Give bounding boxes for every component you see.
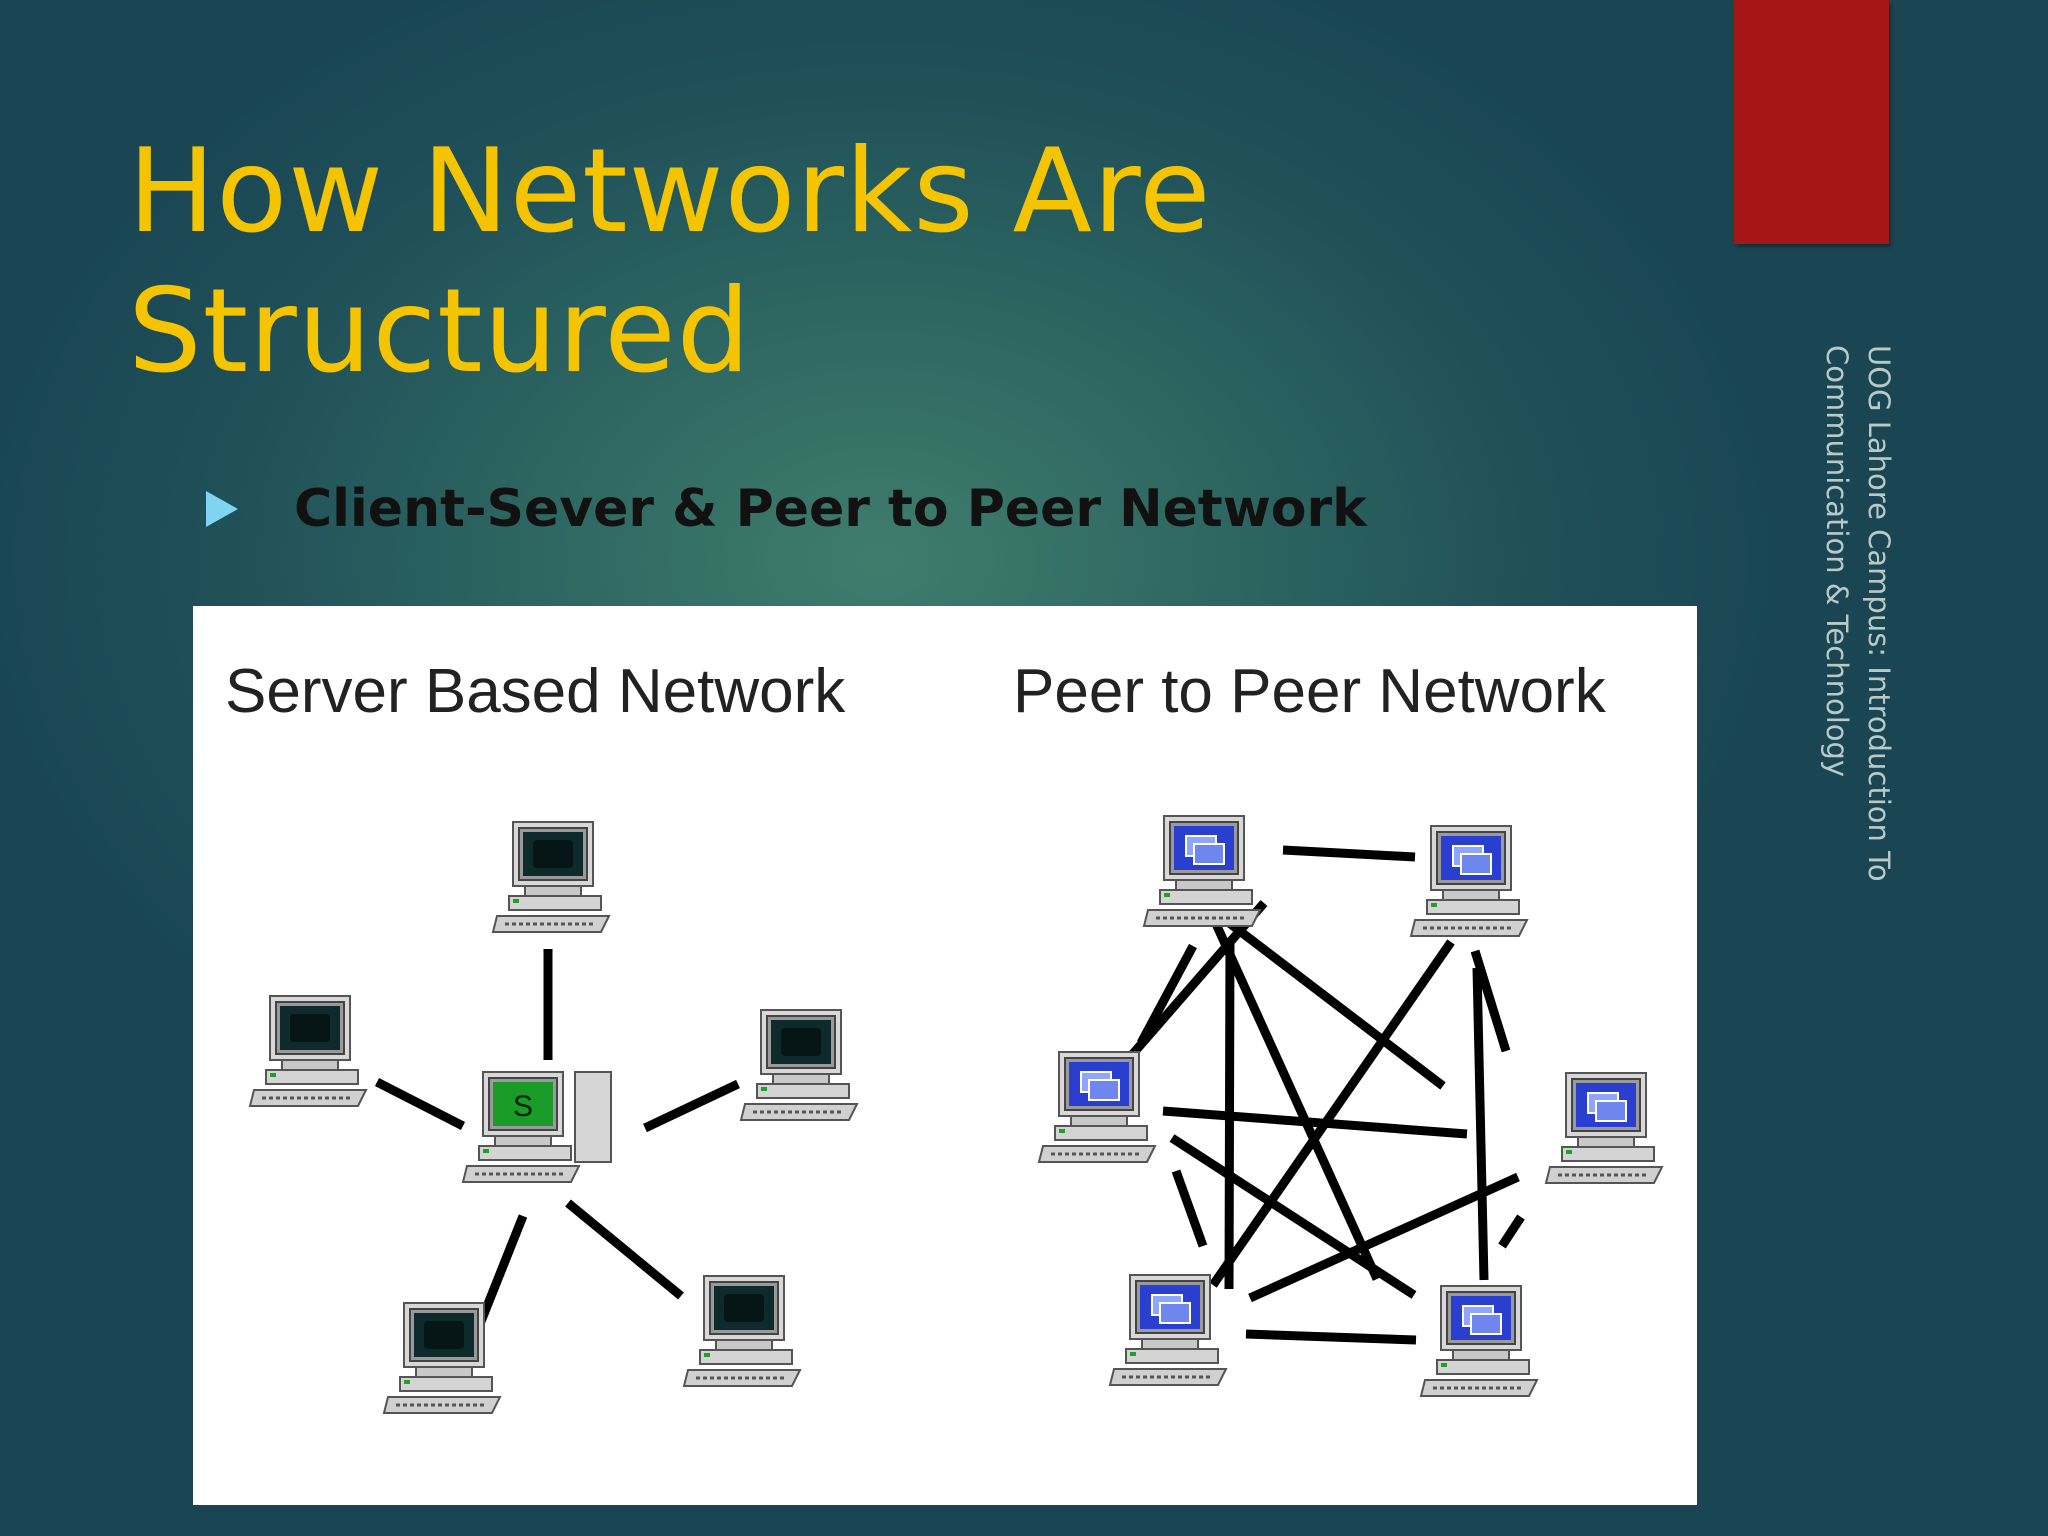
page-title: How Networks Are Structured [128,122,1211,402]
server-link-2 [374,1077,466,1131]
bullet-text: Client-Sever & Peer to Peer Network [294,479,1367,539]
peer-link-12 [1171,1169,1208,1248]
peer-link-3 [1225,918,1446,1090]
footer-line-1: UOG Lahore Campus: Introduction To [1862,345,1896,882]
peer-link-4 [1107,900,1268,1082]
title-line-2: Structured [128,264,752,399]
network-diagram: S [248,814,1664,1415]
peer-link-7 [1209,939,1455,1288]
peer-link-8 [1472,967,1489,1281]
peer-link-10 [1162,1106,1468,1139]
network-figure: S Server Based Network Peer to Peer Netw… [193,606,1697,1505]
server-network-heading: Server Based Network [225,657,846,726]
peer-computer-top-right [1409,824,1529,938]
accent-bar [1734,0,1889,244]
footer-line-2: Communication & Technology [1820,345,1854,778]
peer-computer-bottom-left [1108,1273,1228,1387]
peer-link-1 [1282,845,1416,862]
client-computer-right [739,1008,859,1122]
peer-network-heading: Peer to Peer Network [1013,657,1606,726]
peer-nodes [1037,814,1664,1398]
peer-link-2 [1137,943,1197,1046]
client-computer-bottom-right [682,1274,802,1388]
peer-link-6 [1470,949,1511,1053]
server-label: S [513,1090,533,1123]
bullet-item: Client-Sever & Peer to Peer Network [206,474,1367,544]
peer-computer-top-left [1142,814,1262,928]
client-computer-bottom-left [382,1301,502,1415]
server-link-3 [643,1079,740,1133]
server-computer: S [461,1070,612,1184]
bullet-arrow-icon [206,491,238,527]
peer-link-5 [1207,913,1382,1281]
peer-link-11 [1169,1134,1417,1299]
peer-links [1107,845,1525,1345]
peer-computer-bottom-right [1419,1284,1539,1398]
peer-computer-left [1037,1050,1157,1164]
server-tower [574,1071,612,1163]
slide-footer: UOG Lahore Campus: Introduction To Commu… [1810,345,1900,945]
peer-link-15 [1245,1329,1417,1345]
server-link-5 [565,1199,684,1300]
server-nodes: S [248,820,859,1415]
peer-link-14 [1248,1172,1520,1303]
client-computer-top [491,820,611,934]
client-computer-left [248,994,368,1108]
title-line-1: How Networks Are [128,124,1212,259]
peer-computer-right [1544,1071,1664,1185]
peer-link-13 [1498,1214,1525,1249]
server-links [374,949,740,1326]
server-link-4 [475,1214,528,1326]
